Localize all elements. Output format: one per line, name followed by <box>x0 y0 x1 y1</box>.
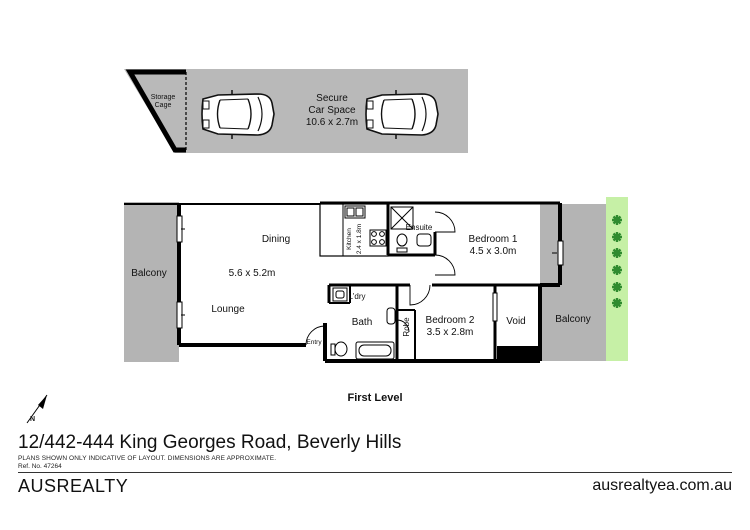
car-space-label-line-1: Secure <box>316 93 348 104</box>
plant-icon <box>612 265 622 275</box>
bath-label: Bath <box>352 317 373 328</box>
bedroom2-label: Bedroom 2 <box>426 315 475 326</box>
planter-icons <box>612 215 622 308</box>
ensuite-label: Ensuite <box>406 223 433 232</box>
plant-icon <box>612 248 622 258</box>
car-icon <box>365 90 439 139</box>
bedroom2-dimensions-label: 3.5 x 2.8m <box>427 327 474 338</box>
entry-label: Entry <box>306 339 322 346</box>
plant-icon <box>612 232 622 242</box>
reference-number: Ref. No. 47264 <box>18 463 62 470</box>
plant-icon <box>612 282 622 292</box>
window-arrows <box>181 228 557 316</box>
compass-letter: N <box>30 416 35 423</box>
property-address: 12/442-444 King Georges Road, Beverly Hi… <box>18 432 402 453</box>
car-space-label-line-2: Car Space <box>308 105 356 116</box>
car-space-label-line-3: 10.6 x 2.7m <box>306 117 358 128</box>
balcony-left-floor <box>124 202 179 362</box>
robe-label: Robe <box>402 317 411 337</box>
balcony-right-floor <box>540 204 606 361</box>
bedroom1-dimensions-label: 4.5 x 3.0m <box>470 246 517 257</box>
parking-area: Storage Cage Secure <box>124 69 468 153</box>
storage-cage-label-line-1: Storage <box>151 94 176 101</box>
car-icon <box>201 90 275 139</box>
plant-icon <box>612 215 622 225</box>
fixtures <box>330 205 432 360</box>
storage-cage-label-line-2: Cage <box>155 102 172 109</box>
void-label: Void <box>506 316 525 327</box>
walls <box>124 201 562 363</box>
laundry-label: L'dry <box>348 292 365 301</box>
agency-brand: AUSREALTY <box>18 476 129 496</box>
ensuite-toilet-icon <box>396 233 408 247</box>
storage-cage-wall <box>125 69 186 153</box>
door-swings <box>305 211 456 346</box>
disclaimer-text: PLANS SHOWN ONLY INDICATIVE OF LAYOUT. D… <box>18 455 277 462</box>
plant-icon <box>612 298 622 308</box>
lounge-label: Lounge <box>211 304 245 315</box>
dining-label: Dining <box>262 234 290 245</box>
garden-strip <box>606 197 628 361</box>
kitchen-dimensions-label: 2.4 x 1.8m <box>356 224 363 254</box>
level-title: First Level <box>347 392 402 404</box>
bedroom1-label: Bedroom 1 <box>469 234 518 245</box>
bath-vanity-icon <box>386 307 396 325</box>
lounge-dimensions-label: 5.6 x 5.2m <box>229 268 276 279</box>
balcony-right-label: Balcony <box>555 314 591 325</box>
balcony-left-label: Balcony <box>131 268 167 279</box>
agency-website: ausrealtyea.com.au <box>592 477 732 494</box>
footer-divider <box>18 472 732 473</box>
ensuite-basin-icon <box>416 233 432 247</box>
north-arrow-icon: N <box>26 394 48 424</box>
kitchen-label: Kitchen <box>346 228 353 250</box>
bath-toilet-icon <box>334 341 348 357</box>
